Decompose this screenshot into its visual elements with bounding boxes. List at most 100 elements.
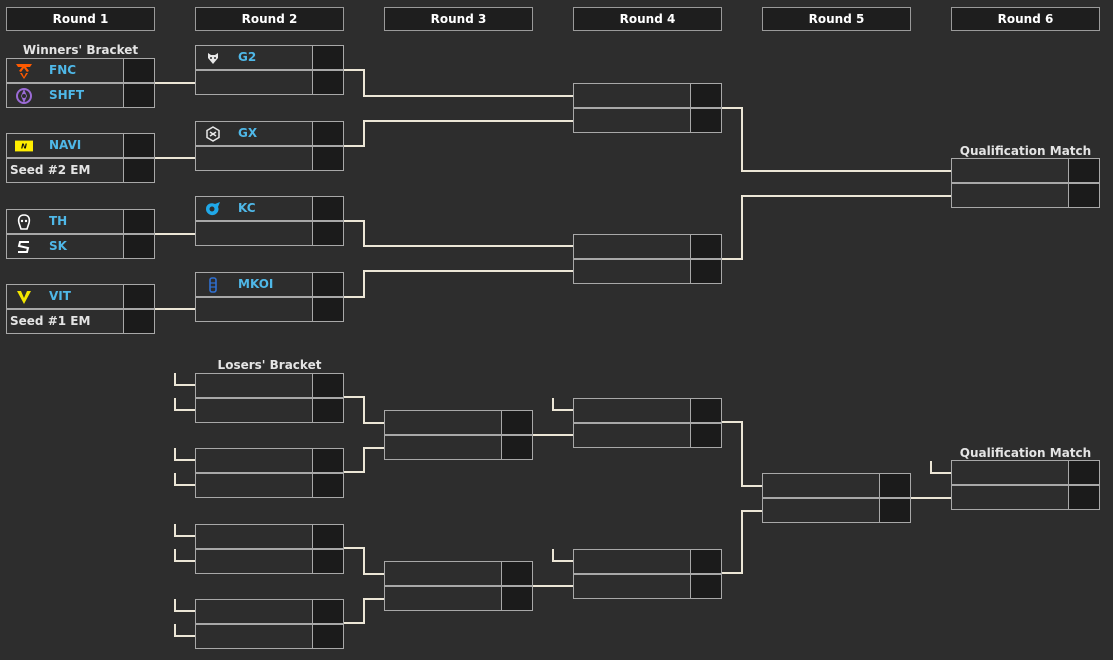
score-box xyxy=(123,284,155,309)
match-slot-empty[interactable] xyxy=(951,460,1100,485)
match-slot-empty[interactable] xyxy=(573,398,722,423)
match-slot-empty[interactable] xyxy=(573,234,722,259)
match-slot-seed-2[interactable]: Seed #2 EM xyxy=(6,158,155,183)
score-box xyxy=(1068,183,1100,208)
score-box xyxy=(879,498,911,523)
score-box xyxy=(690,108,722,133)
match-slot-empty[interactable] xyxy=(384,561,533,586)
score-box xyxy=(312,524,344,549)
match-slot-empty[interactable] xyxy=(195,624,344,649)
match-slot-empty[interactable] xyxy=(195,221,344,246)
match-slot-empty[interactable] xyxy=(195,70,344,95)
connector xyxy=(174,448,195,461)
match-slot-empty[interactable] xyxy=(195,297,344,322)
connector xyxy=(344,220,573,247)
team-name-seed-2: Seed #2 EM xyxy=(10,163,91,177)
connector xyxy=(344,69,573,97)
match-slot-empty[interactable] xyxy=(195,373,344,398)
match-slot-empty[interactable] xyxy=(195,448,344,473)
connector xyxy=(552,398,573,411)
match-slot-empty[interactable] xyxy=(573,423,722,448)
match-slot-empty[interactable] xyxy=(573,83,722,108)
round-1-header[interactable]: Round 1 xyxy=(6,7,155,31)
team-name-seed-1: Seed #1 EM xyxy=(10,314,91,328)
match-slot-empty[interactable] xyxy=(195,524,344,549)
round-4-header[interactable]: Round 4 xyxy=(573,7,722,31)
match-slot-empty[interactable] xyxy=(951,158,1100,183)
connector xyxy=(722,195,951,260)
connector xyxy=(344,396,384,424)
round-2-header[interactable]: Round 2 xyxy=(195,7,344,31)
match-slot-empty[interactable] xyxy=(762,473,911,498)
match-slot-empty[interactable] xyxy=(573,259,722,284)
score-box xyxy=(690,574,722,599)
match-slot-gx[interactable]: GX xyxy=(195,121,344,146)
score-box xyxy=(312,373,344,398)
match-slot-empty[interactable] xyxy=(384,435,533,460)
match-slot-g2[interactable]: G2 xyxy=(195,45,344,70)
match-slot-empty[interactable] xyxy=(573,549,722,574)
score-box xyxy=(501,410,533,435)
round-6-header[interactable]: Round 6 xyxy=(951,7,1100,31)
connector xyxy=(174,373,195,386)
match-slot-empty[interactable] xyxy=(762,498,911,523)
score-box xyxy=(312,549,344,574)
score-box xyxy=(501,435,533,460)
match-slot-fnc[interactable]: FNC xyxy=(6,58,155,83)
shft-logo-icon xyxy=(15,87,33,105)
match-slot-mkoi[interactable]: MKOI xyxy=(195,272,344,297)
round-3-header[interactable]: Round 3 xyxy=(384,7,533,31)
score-box xyxy=(123,309,155,334)
round-5-header[interactable]: Round 5 xyxy=(762,7,911,31)
score-box xyxy=(312,473,344,498)
match-slot-empty[interactable] xyxy=(573,574,722,599)
match-slot-th[interactable]: TH xyxy=(6,209,155,234)
match-slot-empty[interactable] xyxy=(384,586,533,611)
score-box xyxy=(123,83,155,108)
team-name-kc: KC xyxy=(238,201,256,215)
match-slot-empty[interactable] xyxy=(195,473,344,498)
connector xyxy=(344,120,573,147)
qualification-match-label-upper: Qualification Match xyxy=(959,144,1092,158)
match-slot-shft[interactable]: SHFT xyxy=(6,83,155,108)
match-slot-kc[interactable]: KC xyxy=(195,196,344,221)
connector xyxy=(344,598,384,624)
match-slot-seed-1[interactable]: Seed #1 EM xyxy=(6,309,155,334)
team-name-gx: GX xyxy=(238,126,258,140)
winners-bracket-label: Winners' Bracket xyxy=(22,43,139,57)
score-box xyxy=(312,272,344,297)
match-slot-empty[interactable] xyxy=(195,549,344,574)
fnatic-logo-icon xyxy=(15,62,33,80)
team-name-g2: G2 xyxy=(238,50,257,64)
match-slot-empty[interactable] xyxy=(384,410,533,435)
match-slot-vit[interactable]: VIT xyxy=(6,284,155,309)
match-slot-empty[interactable] xyxy=(195,146,344,171)
team-name-th: TH xyxy=(49,214,68,228)
connector xyxy=(344,447,384,473)
score-box xyxy=(312,448,344,473)
score-box xyxy=(1068,460,1100,485)
score-box xyxy=(312,196,344,221)
match-slot-empty[interactable] xyxy=(573,108,722,133)
connector xyxy=(722,510,762,574)
match-slot-empty[interactable] xyxy=(195,599,344,624)
match-slot-navi[interactable]: N NAVI xyxy=(6,133,155,158)
kc-logo-icon xyxy=(204,200,222,218)
connector xyxy=(344,270,573,298)
score-box xyxy=(123,133,155,158)
score-box xyxy=(1068,158,1100,183)
match-slot-empty[interactable] xyxy=(951,183,1100,208)
score-box xyxy=(123,234,155,259)
losers-bracket-label: Losers' Bracket xyxy=(217,358,322,372)
score-box xyxy=(690,549,722,574)
score-box xyxy=(123,158,155,183)
connector xyxy=(174,524,195,537)
match-slot-sk[interactable]: SK xyxy=(6,234,155,259)
connector xyxy=(722,421,762,487)
match-slot-empty[interactable] xyxy=(195,398,344,423)
connector xyxy=(174,549,195,562)
match-slot-empty[interactable] xyxy=(951,485,1100,510)
score-box xyxy=(312,398,344,423)
